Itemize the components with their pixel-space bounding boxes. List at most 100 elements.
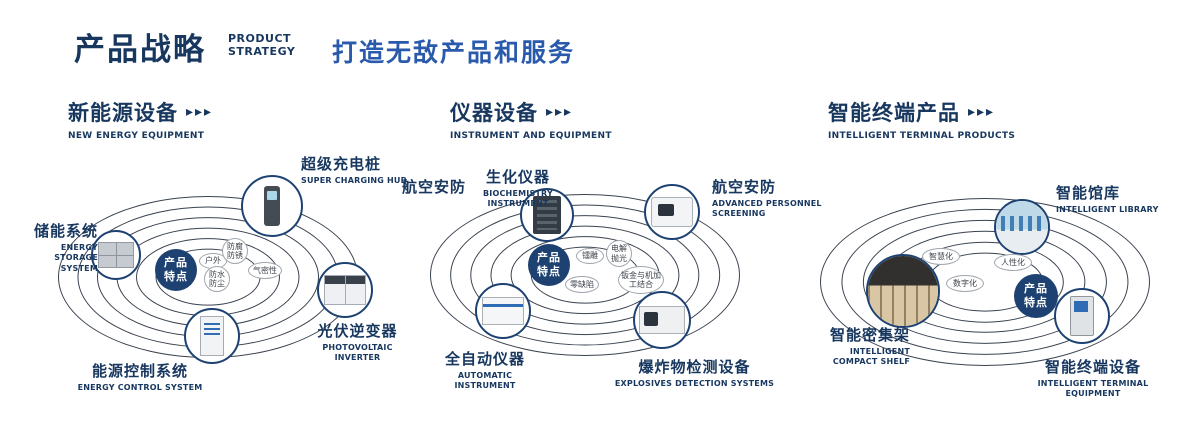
- badge-line2: 特点: [164, 270, 188, 283]
- label-aviation-security: 航空安防: [402, 176, 466, 197]
- label-zh: 生化仪器: [485, 168, 550, 186]
- label-zh: 光伏逆变器: [317, 322, 398, 340]
- label-personnel-screening: 航空安防 ADVANCED PERSONNEL SCREENING: [712, 176, 824, 220]
- feature-bubble: 防水防尘: [204, 266, 230, 292]
- node-explosives-detection: [633, 291, 691, 349]
- intelligent-library-image: [996, 201, 1048, 253]
- charging-pile-image: [264, 186, 280, 226]
- chevron-arrows-icon: ▸▸▸: [968, 104, 996, 120]
- label-en: INTELLIGENT COMPACT SHELF: [832, 347, 910, 367]
- label-zh: 超级充电桩: [301, 155, 382, 173]
- node-automatic-instrument: [475, 283, 531, 339]
- badge-line2: 特点: [537, 265, 561, 278]
- section-subtitle: NEW ENERGY EQUIPMENT: [68, 131, 205, 141]
- page-title-english-line1: PRODUCT: [228, 32, 292, 45]
- orbit-ring: [470, 215, 700, 335]
- page-title-english: PRODUCT STRATEGY: [228, 32, 296, 58]
- node-personnel-screening: [644, 184, 700, 240]
- badge-line1: 产品: [1024, 282, 1048, 296]
- section-header-instruments: 仪器设备 ▸▸▸ INSTRUMENT AND EQUIPMENT: [450, 97, 612, 141]
- label-en: INTELLIGENT LIBRARY: [1056, 205, 1159, 214]
- orbit-ring: [862, 219, 1108, 345]
- product-features-badge: 产品 特点: [528, 244, 570, 286]
- biochemistry-instrument-image: [533, 196, 561, 234]
- feature-bubble: 数字化: [946, 275, 984, 292]
- feature-bubble: 智慧化: [922, 248, 960, 265]
- node-intelligent-library: [994, 199, 1050, 255]
- feature-bubble: 防腐防锈: [222, 238, 248, 264]
- label-en: INTELLIGENT TERMINAL EQUIPMENT: [1037, 379, 1149, 399]
- badge-line2: 特点: [1024, 296, 1048, 309]
- badge-line1: 产品: [164, 256, 188, 270]
- explosives-detection-image: [639, 306, 685, 334]
- node-photovoltaic-inverter: [317, 262, 373, 318]
- terminal-kiosk-image: [1070, 296, 1094, 336]
- label-en: AUTOMATIC INSTRUMENT: [454, 371, 516, 391]
- badge-line1: 产品: [537, 251, 561, 265]
- page-title: 产品战略: [74, 32, 206, 68]
- label-zh: 储能系统: [33, 222, 98, 240]
- label-zh: 能源控制系统: [91, 362, 188, 380]
- feature-bubble: 镭雕: [576, 248, 604, 264]
- label-zh: 航空安防: [402, 178, 467, 196]
- orbit-ring: [450, 204, 720, 346]
- label-en: ENERGY CONTROL SYSTEM: [77, 383, 203, 392]
- section-subtitle: INTELLIGENT TERMINAL PRODUCTS: [828, 131, 1016, 141]
- energy-storage-image: [98, 242, 134, 268]
- feature-bubble: 电解抛光: [606, 240, 632, 267]
- feature-bubble: 人性化: [994, 254, 1032, 271]
- label-intelligent-compact-shelf: 智能密集架 INTELLIGENT COMPACT SHELF: [814, 324, 910, 368]
- orbit-ring: [820, 198, 1150, 366]
- label-en: PHOTOVOLTAIC INVERTER: [322, 343, 393, 363]
- node-intelligent-terminal-equipment: [1054, 288, 1110, 344]
- pv-inverter-image: [324, 275, 366, 305]
- label-automatic-instrument: 全自动仪器 AUTOMATIC INSTRUMENT: [426, 348, 544, 392]
- label-en: SUPER CHARGING HUB: [301, 176, 407, 185]
- section-title: 仪器设备: [450, 101, 538, 125]
- label-en: BIOCHEMISTRY INSTRUMENT: [483, 189, 553, 209]
- label-zh: 智能馆库: [1056, 184, 1121, 202]
- node-super-charging-hub: [241, 175, 303, 237]
- product-features-badge: 产品 特点: [155, 249, 197, 291]
- label-zh: 智能密集架: [829, 326, 910, 344]
- label-en: ENERGY STORAGE SYSTEM: [54, 243, 98, 273]
- label-energy-control-system: 能源控制系统 ENERGY CONTROL SYSTEM: [75, 360, 205, 393]
- section-header-new-energy: 新能源设备 ▸▸▸ NEW ENERGY EQUIPMENT: [68, 97, 213, 141]
- node-intelligent-compact-shelf: [866, 254, 940, 328]
- section-title: 智能终端产品: [828, 101, 960, 125]
- label-zh: 智能终端设备: [1044, 358, 1141, 376]
- product-features-badge: 产品 特点: [1014, 274, 1058, 318]
- section-subtitle: INSTRUMENT AND EQUIPMENT: [450, 131, 612, 141]
- label-biochemistry-instrument: 生化仪器 BIOCHEMISTRY INSTRUMENT: [468, 166, 568, 210]
- label-energy-storage-system: 储能系统 ENERGY STORAGE SYSTEM: [22, 220, 98, 274]
- slogan: 打造无敌产品和服务: [332, 38, 576, 67]
- label-zh: 爆炸物检测设备: [638, 358, 751, 376]
- node-biochemistry-instrument: [520, 188, 574, 242]
- label-photovoltaic-inverter: 光伏逆变器 PHOTOVOLTAIC INVERTER: [300, 320, 415, 364]
- chevron-arrows-icon: ▸▸▸: [546, 104, 574, 120]
- label-en: EXPLOSIVES DETECTION SYSTEMS: [614, 379, 775, 388]
- orbit-ring: [841, 208, 1129, 356]
- chevron-arrows-icon: ▸▸▸: [186, 104, 214, 120]
- label-intelligent-terminal-equipment: 智能终端设备 INTELLIGENT TERMINAL EQUIPMENT: [1018, 356, 1168, 400]
- orbit-ring: [490, 225, 680, 325]
- label-zh: 航空安防: [712, 178, 777, 196]
- label-explosives-detection: 爆炸物检测设备 EXPLOSIVES DETECTION SYSTEMS: [612, 356, 777, 389]
- label-en: ADVANCED PERSONNEL SCREENING: [712, 199, 822, 219]
- section-header-intelligent-terminal: 智能终端产品 ▸▸▸ INTELLIGENT TERMINAL PRODUCTS: [828, 97, 1015, 141]
- page-title-english-line2: STRATEGY: [228, 44, 296, 58]
- label-intelligent-library: 智能馆库 INTELLIGENT LIBRARY: [1056, 182, 1166, 215]
- section-title: 新能源设备: [68, 101, 178, 125]
- feature-bubble: 钣金与机加工结合: [618, 266, 664, 294]
- automatic-instrument-image: [482, 297, 524, 325]
- orbit-rings-intelligent-terminal: [820, 198, 1150, 366]
- feature-bubble: 气密性: [248, 262, 282, 279]
- energy-control-image: [200, 316, 224, 356]
- node-energy-storage-system: [91, 230, 141, 280]
- label-zh: 全自动仪器: [444, 350, 525, 368]
- label-super-charging-hub: 超级充电桩 SUPER CHARGING HUB: [301, 153, 421, 186]
- node-energy-control-system: [184, 308, 240, 364]
- orbit-ring: [430, 194, 740, 356]
- feature-bubble: 零缺陷: [565, 276, 599, 293]
